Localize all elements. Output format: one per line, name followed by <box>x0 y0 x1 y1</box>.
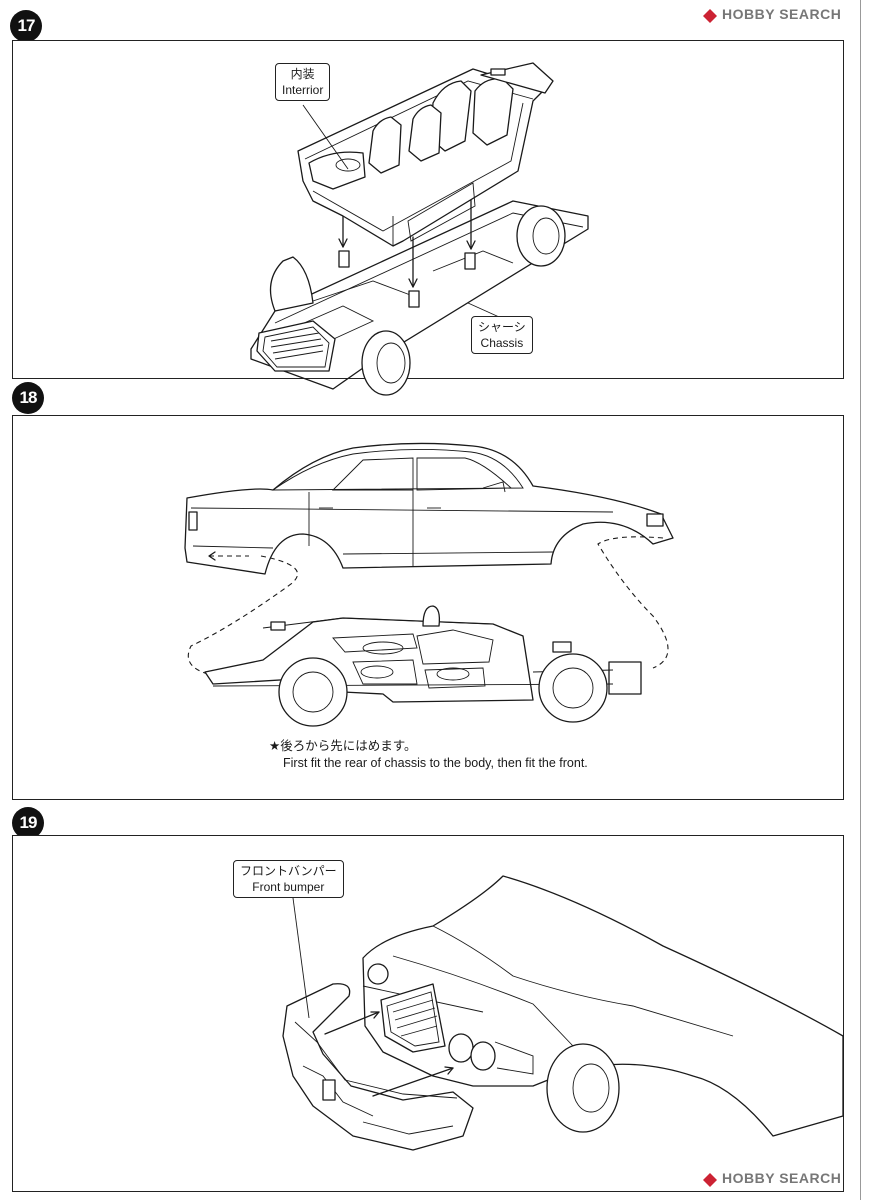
page-margin-line <box>860 0 861 1200</box>
step-17-panel: 内装 Interrior シャーシ Chassis <box>12 40 844 396</box>
step-19-diagram <box>282 875 844 1151</box>
step-18-panel: ★後ろから先にはめます。 First fit the rear of chass… <box>12 415 844 800</box>
watermark-bottom: HOBBY SEARCH <box>722 1170 842 1186</box>
label-front-bumper-en: Front bumper <box>252 880 325 894</box>
fit-instruction-jp: ★後ろから先にはめます。 <box>269 739 417 753</box>
label-chassis-en: Chassis <box>480 336 524 350</box>
label-interior-en: Interrior <box>282 83 324 97</box>
hobbysearch-logo-icon-bottom <box>703 1173 717 1187</box>
label-front-bumper-jp: フロントバンパー <box>240 864 337 878</box>
label-front-bumper: フロントバンパー Front bumper <box>233 860 344 898</box>
label-interior: 内装 Interrior <box>275 63 331 101</box>
step-18-diagram <box>184 442 674 727</box>
label-chassis-jp: シャーシ <box>478 320 526 334</box>
fit-instruction-note: ★後ろから先にはめます。 First fit the rear of chass… <box>269 738 588 772</box>
label-interior-jp: 内装 <box>290 67 315 81</box>
step-18-badge: 18 <box>12 382 44 414</box>
hobbysearch-logo-icon <box>703 9 717 23</box>
fit-instruction-en: First fit the rear of chassis to the bod… <box>283 756 588 770</box>
step-17-diagram <box>250 62 589 396</box>
watermark-top: HOBBY SEARCH <box>722 6 842 22</box>
label-chassis: シャーシ Chassis <box>471 316 533 354</box>
step-17-badge: 17 <box>10 10 42 42</box>
step-19-panel: フロントバンパー Front bumper <box>12 835 844 1192</box>
step-19-badge: 19 <box>12 807 44 839</box>
